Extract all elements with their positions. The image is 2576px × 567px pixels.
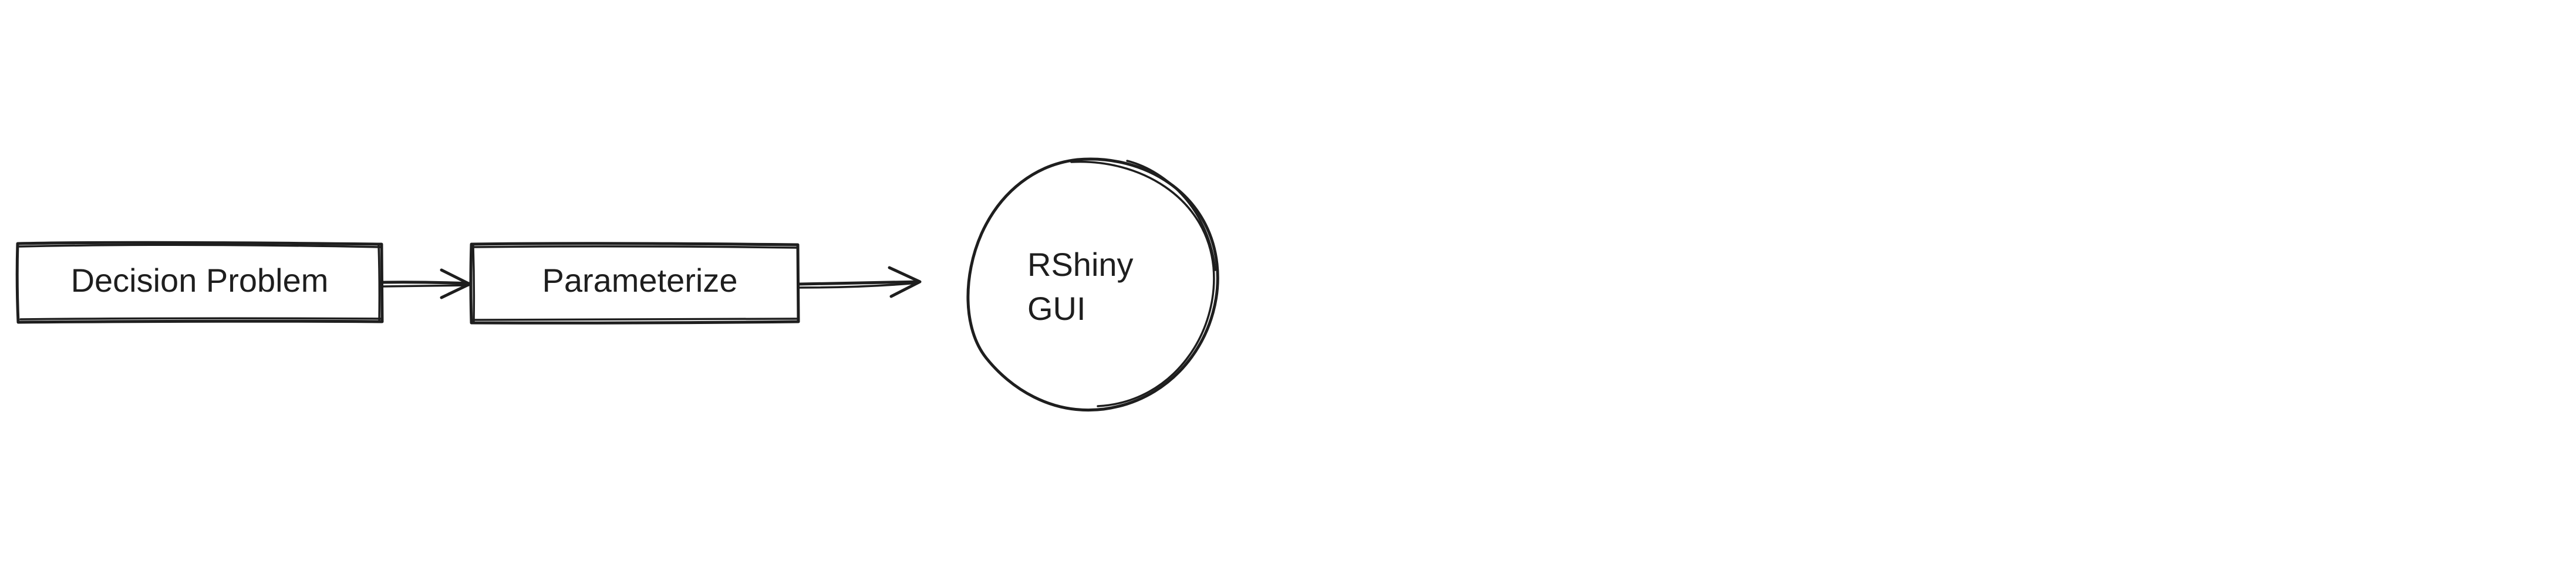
arrow-shaft-sketch <box>382 284 470 288</box>
arrow-head <box>888 266 922 298</box>
rshiny-gui-label-line-1: RShiny <box>1027 246 1134 283</box>
rshiny-gui-circle <box>966 157 1219 411</box>
parameterize-label: Parameterize <box>542 262 737 299</box>
arrow-shaft-sketch <box>798 282 919 289</box>
decision-problem-label: Decision Problem <box>71 262 329 299</box>
parameterize-box <box>469 242 800 325</box>
decision-problem-box <box>15 241 384 324</box>
arrow-parameterize-to-rshiny <box>798 266 922 298</box>
rshiny-gui-circle-sketch <box>1070 160 1216 407</box>
parameterize-node[interactable]: Parameterize <box>469 242 800 325</box>
arrow-decision-to-parameterize <box>381 268 471 299</box>
arrow-shaft <box>798 280 921 286</box>
decision-problem-node[interactable]: Decision Problem <box>15 241 384 324</box>
arrow-shaft <box>381 281 471 285</box>
decision-problem-box-sketch <box>18 244 382 322</box>
parameterize-box-sketch <box>472 244 798 322</box>
rshiny-gui-node[interactable]: RShiny GUI <box>966 157 1219 411</box>
rshiny-gui-label-line-2: GUI <box>1027 290 1086 327</box>
